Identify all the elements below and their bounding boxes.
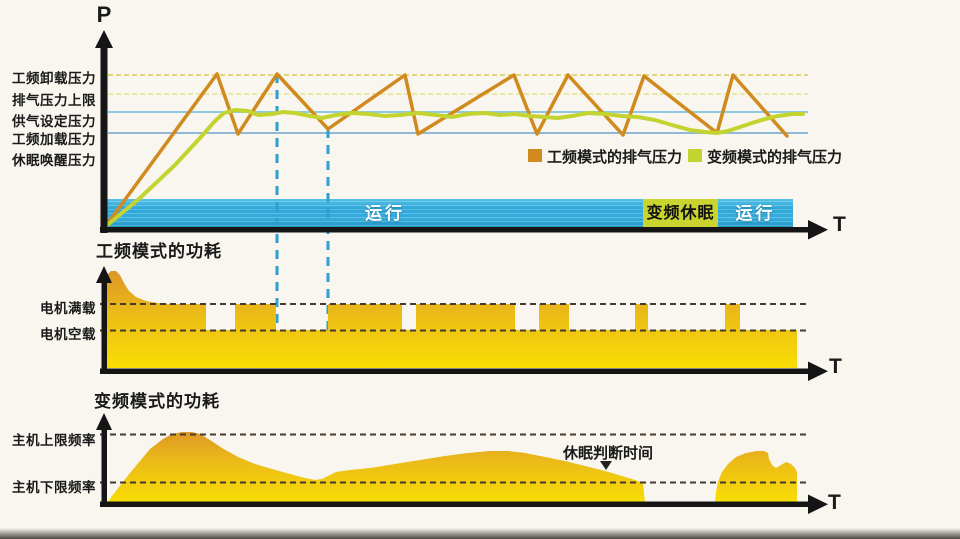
run-bar-label-sleep: 变频休眠 bbox=[646, 205, 715, 222]
series-variable-frequency-pressure bbox=[103, 108, 805, 229]
top-y-axis-label: P bbox=[96, 2, 112, 27]
middle-x-axis-label: T bbox=[829, 355, 842, 378]
area-variable-frequency-consumption-restart bbox=[715, 451, 797, 503]
middle-chart-title: 工频模式的功耗 bbox=[96, 242, 222, 261]
top-y-axis-arrow bbox=[95, 30, 113, 48]
legend-swatch-power-frequency bbox=[528, 149, 542, 162]
area-variable-frequency-consumption-run bbox=[107, 432, 645, 503]
middle-x-axis bbox=[100, 368, 812, 374]
scan-edge-shadow bbox=[0, 528, 960, 539]
pressure-label-load: 工频加载压力 bbox=[12, 132, 96, 147]
bottom-x-axis bbox=[100, 501, 812, 507]
level-label-host-upper-frequency: 主机上限频率 bbox=[12, 433, 96, 448]
sleep-segment bbox=[643, 199, 718, 227]
middle-y-axis bbox=[101, 280, 107, 371]
middle-y-axis-arrow bbox=[96, 266, 112, 283]
bottom-chart-title: 变频模式的功耗 bbox=[94, 392, 220, 411]
pressure-label-unload: 工频卸载压力 bbox=[12, 71, 96, 86]
run-bar-label-run2: 运行 bbox=[735, 204, 776, 223]
pressure-label-supply-set: 供气设定压力 bbox=[12, 114, 96, 129]
run-bar-label-run1: 运行 bbox=[365, 204, 405, 223]
bottom-x-axis-label: T bbox=[828, 491, 841, 514]
bottom-y-axis-arrow bbox=[96, 413, 112, 430]
pressure-label-sleep-wake: 休眠唤醒压力 bbox=[12, 153, 96, 168]
level-label-host-lower-frequency: 主机下限频率 bbox=[12, 480, 96, 495]
top-x-axis bbox=[100, 227, 812, 233]
sleep-judgement-annotation: 休眠判断时间 bbox=[562, 445, 653, 462]
sleep-judgement-pointer-icon bbox=[600, 461, 612, 470]
legend-label-variable-frequency: 变频模式的排气压力 bbox=[707, 149, 843, 166]
bottom-x-axis-arrow bbox=[808, 494, 828, 514]
bottom-y-axis bbox=[101, 427, 107, 506]
top-y-axis bbox=[100, 42, 108, 233]
area-power-frequency-consumption bbox=[105, 271, 797, 368]
pressure-label-upper-limit: 排气压力上限 bbox=[12, 93, 96, 108]
legend-swatch-variable-frequency bbox=[688, 149, 702, 162]
middle-x-axis-arrow bbox=[808, 361, 828, 381]
top-x-axis-label: T bbox=[833, 213, 846, 236]
top-x-axis-arrow bbox=[808, 220, 828, 240]
level-label-motor-no-load: 电机空载 bbox=[40, 327, 96, 342]
legend-label-power-frequency: 工频模式的排气压力 bbox=[547, 149, 683, 166]
level-label-motor-full-load: 电机满载 bbox=[40, 301, 96, 316]
